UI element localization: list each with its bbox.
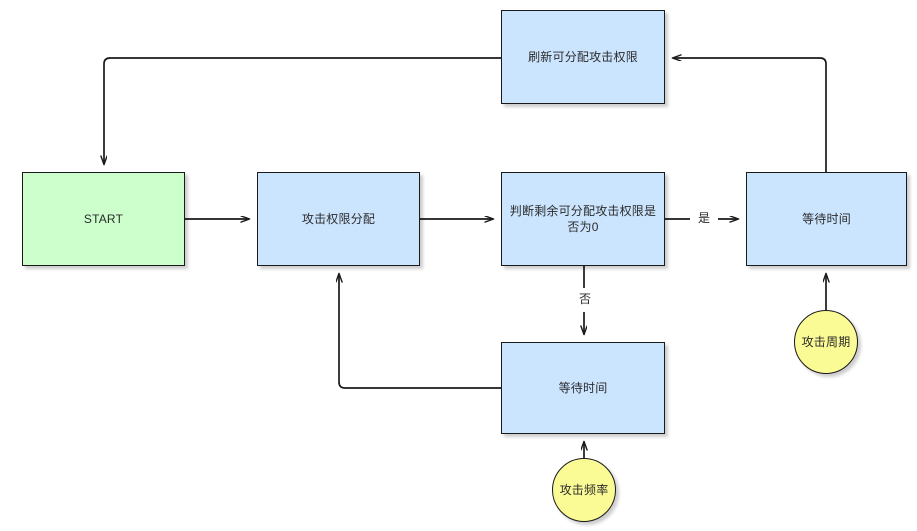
edge-wait-bottom-to-allocate <box>339 274 501 389</box>
node-attack-permission-allocation[interactable]: 攻击权限分配 <box>257 172 420 266</box>
edge-label-yes: 是 <box>695 211 714 225</box>
node-attack-cycle-label: 攻击周期 <box>801 335 851 349</box>
node-decision-remaining-permissions-label: 判断剩余可分配攻击权限是否为0 <box>509 204 657 234</box>
node-refresh-permissions[interactable]: 刷新可分配攻击权限 <box>501 10 665 104</box>
node-wait-time-right[interactable]: 等待时间 <box>746 172 907 266</box>
node-attack-frequency-label: 攻击频率 <box>559 483 609 497</box>
node-wait-time-bottom[interactable]: 等待时间 <box>501 342 665 434</box>
node-wait-time-right-label: 等待时间 <box>802 212 851 226</box>
edge-refresh-to-start <box>104 57 501 164</box>
node-refresh-permissions-label: 刷新可分配攻击权限 <box>528 50 638 64</box>
node-wait-time-bottom-label: 等待时间 <box>558 381 608 395</box>
node-start-label: START <box>83 212 124 226</box>
edge-wait-right-to-refresh <box>673 58 827 172</box>
node-start[interactable]: START <box>22 172 185 266</box>
node-decision-remaining-permissions[interactable]: 判断剩余可分配攻击权限是否为0 <box>501 172 665 266</box>
node-attack-permission-allocation-label: 攻击权限分配 <box>301 212 376 226</box>
node-attack-cycle[interactable]: 攻击周期 <box>794 310 858 374</box>
edge-label-no: 否 <box>576 292 595 306</box>
node-attack-frequency[interactable]: 攻击频率 <box>552 458 616 522</box>
